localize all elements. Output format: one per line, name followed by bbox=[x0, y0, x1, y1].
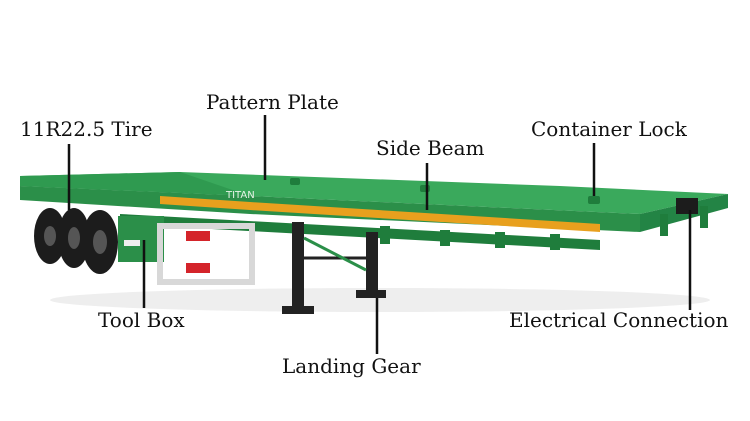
tires bbox=[34, 208, 118, 274]
label-side-beam: Side Beam bbox=[376, 136, 485, 160]
label-electrical-connection: Electrical Connection bbox=[509, 308, 729, 332]
side-guard bbox=[157, 223, 255, 285]
label-pattern-plate: Pattern Plate bbox=[206, 90, 339, 114]
side-beam-stripe bbox=[160, 196, 600, 232]
label-tire: 11R22.5 Tire bbox=[20, 117, 153, 141]
deck-rear-section bbox=[20, 172, 250, 196]
label-tool-box: Tool Box bbox=[98, 308, 185, 332]
tool-box bbox=[118, 216, 164, 262]
frame-brackets bbox=[380, 206, 708, 250]
label-landing-gear: Landing Gear bbox=[282, 354, 421, 378]
label-container-lock: Container Lock bbox=[531, 117, 687, 141]
landing-gear bbox=[282, 222, 386, 314]
ground-shadow bbox=[50, 288, 710, 312]
tool-box-plate bbox=[124, 240, 140, 246]
leader-lines bbox=[67, 115, 692, 354]
electrical-connection-box bbox=[676, 198, 698, 214]
brand-text: TITAN bbox=[225, 190, 255, 201]
